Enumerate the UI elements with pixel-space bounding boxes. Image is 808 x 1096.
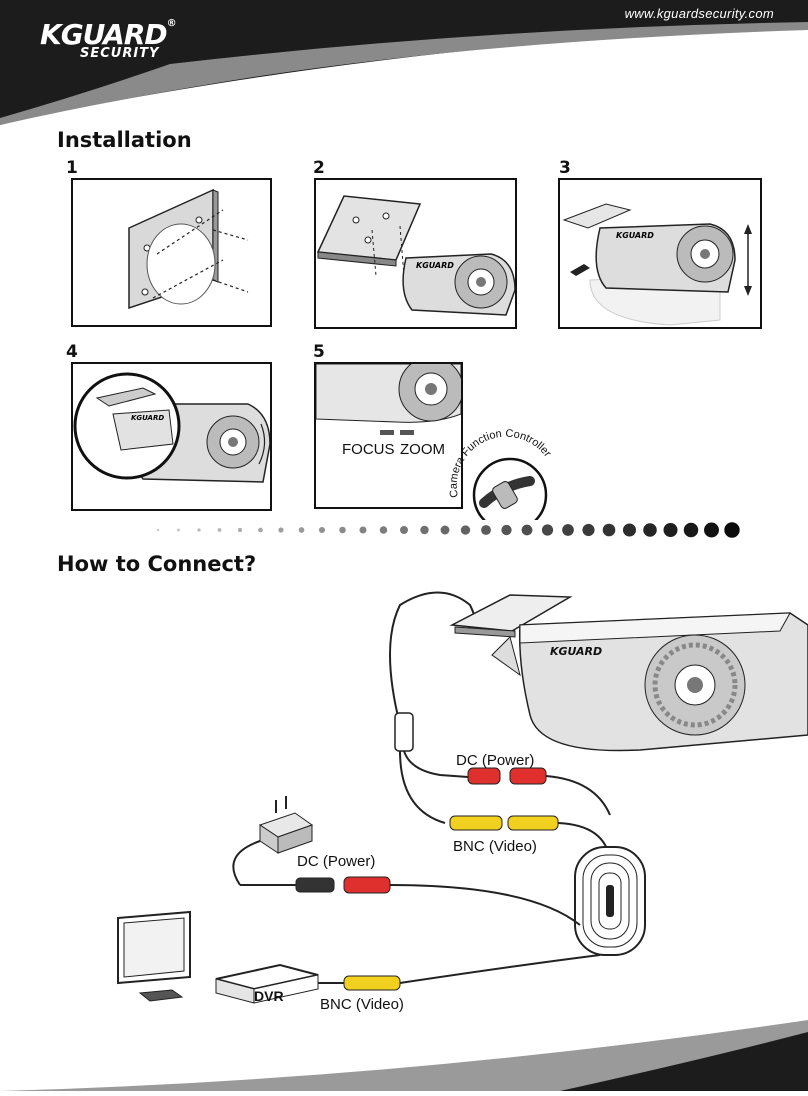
separator-dot: [501, 524, 512, 536]
dc-power-label-top: DC (Power): [456, 752, 535, 769]
brand-logo-sub: SECURITY: [80, 46, 160, 61]
step-1-panel: [71, 178, 272, 327]
bnc-female-connector: [449, 815, 503, 831]
separator-dot: [197, 528, 201, 532]
installation-title: Installation: [57, 128, 192, 152]
cable-splitter: [394, 712, 414, 752]
camera-logo: KGUARD: [616, 231, 654, 240]
adjust-angle-illustration: KGUARD: [562, 203, 752, 326]
separator-dot: [420, 525, 429, 535]
wall-plate-illustration: [128, 188, 249, 310]
coiled-cable: [574, 846, 646, 956]
connect-title: How to Connect?: [57, 552, 257, 576]
brand-logo-main: KGUARD: [40, 18, 168, 51]
step-3-panel: KGUARD: [558, 178, 762, 329]
dc-adapter-plug: [295, 877, 335, 893]
separator-dot: [258, 527, 263, 533]
separator-dot: [582, 523, 595, 537]
step-5-panel: [314, 362, 463, 509]
dvr-box: DVR: [215, 963, 319, 1004]
separator-dot: [400, 526, 408, 534]
separator-dot: [704, 522, 719, 538]
step-number: 4: [66, 342, 78, 362]
separator-dot: [481, 525, 491, 535]
separator-dot: [318, 526, 326, 534]
step-number: 1: [66, 158, 78, 178]
separator-dot: [460, 525, 471, 535]
separator-dot: [602, 523, 616, 537]
separator-dot: [237, 527, 243, 533]
separator-dot: [156, 528, 160, 532]
power-adapter: [232, 796, 314, 886]
focus-zoom-illustration: [316, 364, 461, 435]
dc-power-label-adapter: DC (Power): [297, 853, 376, 870]
dc-adapter-female: [343, 876, 391, 894]
mount-bracket-illustration: KGUARD: [316, 195, 515, 316]
dvr-label: DVR: [254, 988, 284, 1004]
rotate-camera-illustration: KGUARD: [73, 372, 270, 483]
separator-dot: [562, 524, 574, 536]
separator-dot: [663, 522, 678, 538]
brand-logo: KGUARD®: [40, 18, 177, 51]
bnc-male-connector: [507, 815, 559, 831]
connection-diagram: KGUARD DVR: [117, 591, 808, 1004]
separator-dot: [177, 528, 180, 532]
brand-logo-reg: ®: [166, 18, 177, 29]
dc-female-connector: [467, 767, 501, 785]
controller-callout: Camera Function Controller: [448, 428, 554, 520]
step-number: 2: [313, 158, 325, 178]
step-number: 3: [559, 158, 571, 178]
page-header: [0, 0, 808, 140]
monitor: [117, 910, 191, 1002]
step-2-panel: KGUARD: [314, 178, 517, 329]
separator-dot: [298, 527, 305, 533]
separator-dot: [339, 526, 346, 534]
bnc-video-label-dvr: BNC (Video): [320, 996, 404, 1013]
separator-dot: [440, 525, 450, 535]
separator-dot: [359, 526, 367, 534]
separator-dot: [217, 528, 222, 532]
separator-dot: [379, 526, 388, 534]
header-banner: [0, 0, 808, 125]
separator-dot: [521, 524, 533, 536]
camera-logo: KGUARD: [131, 414, 164, 422]
focus-label: FOCUS: [342, 441, 395, 458]
separator-dot: [622, 523, 637, 537]
separator-dot: [683, 522, 699, 538]
step-4-panel: KGUARD: [71, 362, 272, 511]
dot-separator: [156, 522, 740, 538]
site-url: www.kguardsecurity.com: [624, 6, 774, 21]
separator-dot: [278, 527, 284, 533]
zoom-label: ZOOM: [400, 441, 445, 458]
dc-male-connector: [509, 767, 547, 785]
footer-banner: [0, 1020, 808, 1091]
camera-logo: KGUARD: [416, 261, 454, 270]
bnc-video-label-top: BNC (Video): [453, 838, 537, 855]
separator-dot: [541, 524, 554, 536]
separator-dot: [643, 523, 657, 537]
camera-illustration: KGUARD: [449, 594, 808, 752]
page-footer: [0, 1020, 808, 1091]
separator-dot: [724, 522, 740, 538]
bnc-dvr-connector: [343, 975, 401, 991]
step-number: 5: [313, 342, 325, 362]
camera-logo: KGUARD: [550, 645, 602, 658]
